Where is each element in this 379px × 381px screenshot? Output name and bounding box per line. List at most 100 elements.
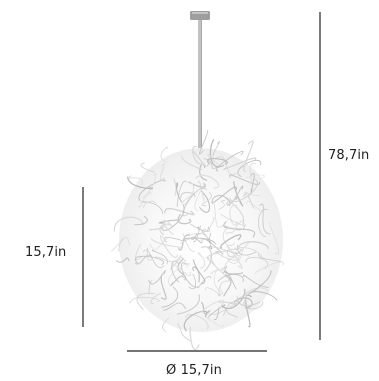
wire-strand xyxy=(180,191,196,199)
wire-strand xyxy=(147,279,153,295)
wire-strand xyxy=(210,251,220,266)
wire-strand xyxy=(255,261,284,274)
wire-strand xyxy=(197,252,206,269)
wire-strand xyxy=(205,287,221,297)
wire-strand xyxy=(233,246,263,258)
wire-strand xyxy=(176,182,182,202)
wire-strand xyxy=(223,221,256,238)
wire-strand xyxy=(229,205,239,226)
wire-strand xyxy=(159,163,165,181)
wire-strand xyxy=(220,234,242,249)
wire-strand xyxy=(163,219,174,236)
wire-strand xyxy=(141,173,157,199)
wire-strand xyxy=(197,180,205,202)
wire-strand xyxy=(113,216,144,232)
wire-strand xyxy=(223,157,257,170)
wire-strand xyxy=(201,191,212,207)
rod-shadow xyxy=(201,20,202,190)
wire-strand xyxy=(192,266,200,283)
wire-strand xyxy=(235,185,244,200)
wire-strand xyxy=(162,317,169,333)
wire-strand xyxy=(248,291,278,301)
wire-strand xyxy=(192,145,205,165)
wire-strand xyxy=(180,228,207,244)
wire-strand xyxy=(115,257,130,263)
wire-strand xyxy=(159,223,173,235)
wire-strand xyxy=(194,182,205,211)
wire-strand xyxy=(226,193,238,206)
wire-strand xyxy=(243,140,254,173)
wire-strand xyxy=(169,256,187,270)
wire-strand xyxy=(212,201,226,228)
wire-strand xyxy=(244,191,261,199)
wire-strand xyxy=(226,248,244,264)
wire-strand xyxy=(149,236,170,251)
wire-strand xyxy=(243,299,264,310)
wire-strand xyxy=(177,257,186,281)
wire-strand xyxy=(207,158,228,165)
wire-strand xyxy=(128,175,143,186)
wire-strand xyxy=(233,181,244,207)
wire-strand xyxy=(199,190,210,213)
wire-strand xyxy=(182,237,217,245)
wire-strand xyxy=(213,307,220,321)
wire-strand xyxy=(213,269,222,292)
wire-strand xyxy=(243,188,252,198)
wire-strand xyxy=(138,179,166,202)
wire-strand xyxy=(181,155,203,171)
wire-strand xyxy=(192,259,206,285)
wire-strand xyxy=(243,274,269,288)
wire-strand xyxy=(218,280,230,295)
wire-strand xyxy=(167,263,190,286)
wire-strand xyxy=(215,156,237,175)
wire-strand xyxy=(163,302,186,311)
wire-strand xyxy=(229,178,258,202)
wire-strand xyxy=(198,129,209,155)
wire-strand xyxy=(118,237,124,252)
wire-strand xyxy=(160,235,178,258)
wire-strand xyxy=(223,265,243,275)
wire-strand xyxy=(205,256,231,281)
wire-strand xyxy=(176,294,200,315)
wire-strand xyxy=(170,275,184,287)
wire-strand xyxy=(258,209,269,238)
canopy-highlight xyxy=(192,12,208,14)
wire-strand xyxy=(269,222,280,254)
wire-strand xyxy=(259,203,271,235)
wire-strand xyxy=(217,274,244,283)
wire-strand xyxy=(195,174,220,189)
wire-strand xyxy=(160,146,168,163)
wire-strand xyxy=(225,219,244,234)
wire-strand xyxy=(221,249,236,259)
wire-strand xyxy=(183,182,195,206)
wire-strand xyxy=(225,197,245,226)
wire-strand xyxy=(111,236,131,252)
wire-strand xyxy=(210,267,227,275)
wire-strand xyxy=(257,253,281,262)
wire-strand xyxy=(193,151,212,167)
wire-strand xyxy=(246,174,265,180)
wire-strand xyxy=(218,200,225,210)
wire-strand xyxy=(136,292,155,310)
wire-strand xyxy=(150,293,161,304)
wire-strand xyxy=(160,274,167,300)
wire-strand xyxy=(173,178,177,197)
wire-strand xyxy=(152,255,182,262)
wire-strand xyxy=(249,162,257,182)
wire-strand xyxy=(223,274,232,297)
wire-strand xyxy=(236,245,257,256)
wire-strand xyxy=(146,247,153,261)
wire-strand xyxy=(163,237,184,243)
wire-strand xyxy=(127,176,154,190)
wire-strand xyxy=(221,288,246,310)
wire-strand xyxy=(215,150,244,172)
wire-strand xyxy=(223,301,237,316)
wire-strand xyxy=(171,260,180,283)
wire-strand xyxy=(201,299,225,314)
wire-strand xyxy=(134,254,152,265)
wire-strand xyxy=(188,273,196,290)
wire-strand xyxy=(161,203,185,231)
wire-strand xyxy=(237,241,269,250)
wire-strand xyxy=(185,314,209,330)
